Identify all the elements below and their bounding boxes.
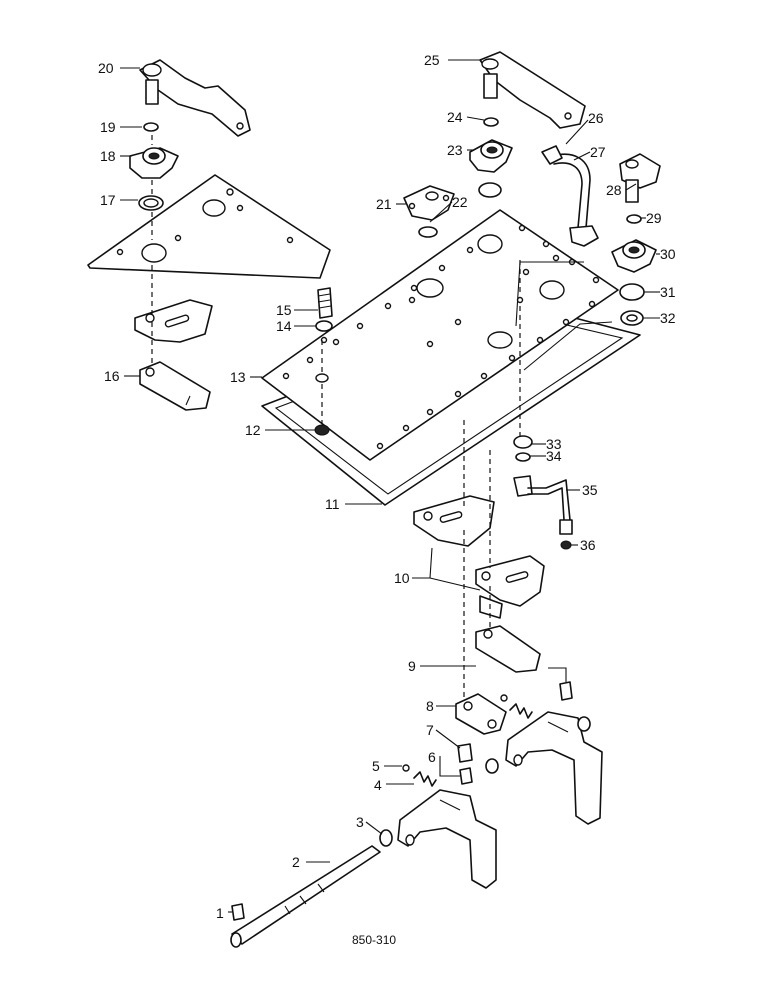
callout-7: 7 <box>426 722 434 738</box>
spring-upper <box>500 694 533 719</box>
callout-12: 12 <box>245 422 261 438</box>
shift-plate-10-upper <box>413 495 495 547</box>
seal-33 <box>513 435 533 449</box>
pipe-35 <box>513 475 573 535</box>
pin-1 <box>231 903 245 921</box>
seal-23b <box>478 182 502 198</box>
callout-15: 15 <box>276 302 292 318</box>
cap-21 <box>403 185 455 221</box>
plug-12 <box>314 424 330 436</box>
cover-plate-13 <box>261 209 619 461</box>
callout-27: 27 <box>590 144 606 160</box>
callout-34: 34 <box>546 448 562 464</box>
bushing-18 <box>129 147 179 179</box>
washer-34 <box>515 452 531 462</box>
callout-32: 32 <box>660 310 676 326</box>
shift-plate-left <box>134 299 213 343</box>
pin-upper <box>559 681 573 701</box>
plate-8 <box>455 693 507 735</box>
callout-21: 21 <box>376 196 392 212</box>
callout-14: 14 <box>276 318 292 334</box>
lock-plate-9 <box>475 625 541 673</box>
callout-19: 19 <box>100 119 116 135</box>
callout-9: 9 <box>408 658 416 674</box>
callout-8: 8 <box>426 698 434 714</box>
bushing-30 <box>611 239 657 273</box>
callout-31: 31 <box>660 284 676 300</box>
lever-20 <box>139 59 251 137</box>
callout-3: 3 <box>356 814 364 830</box>
seal-17 <box>138 195 164 211</box>
callout-35: 35 <box>582 482 598 498</box>
seal-31 <box>619 283 645 301</box>
callout-33: 33 <box>546 436 562 452</box>
callout-6: 6 <box>428 749 436 765</box>
washer-24 <box>483 117 499 127</box>
callout-36: 36 <box>580 537 596 553</box>
callout-22: 22 <box>452 194 468 210</box>
washer-29 <box>626 214 642 224</box>
shift-rod-2 <box>230 845 381 948</box>
washer-19 <box>143 122 159 132</box>
callout-24: 24 <box>447 109 463 125</box>
callout-2: 2 <box>292 854 300 870</box>
spring-4 <box>413 771 437 787</box>
callout-28: 28 <box>606 182 622 198</box>
ball-5 <box>402 764 410 772</box>
pin-7 <box>457 743 473 763</box>
seal-22 <box>418 226 438 238</box>
callout-5: 5 <box>372 758 380 774</box>
callout-20: 20 <box>98 60 114 76</box>
fitting-27-lower <box>569 225 599 247</box>
callout-26: 26 <box>588 110 604 126</box>
callout-29: 29 <box>646 210 662 226</box>
nut-36 <box>560 540 572 550</box>
clip-front <box>485 758 499 774</box>
callout-10: 10 <box>394 570 410 586</box>
tube-27 <box>551 153 591 229</box>
pin-6 <box>459 767 473 785</box>
callout-11: 11 <box>325 496 340 512</box>
callout-4: 4 <box>374 777 382 793</box>
callout-18: 18 <box>100 148 116 164</box>
shift-plate-10-lower <box>475 555 545 619</box>
callout-1: 1 <box>216 905 224 921</box>
shift-fork-front <box>397 789 497 889</box>
callout-30: 30 <box>660 246 676 262</box>
callout-16: 16 <box>104 368 120 384</box>
bushing-23 <box>469 139 513 173</box>
lever-28 <box>619 153 661 203</box>
callout-25: 25 <box>424 52 440 68</box>
clip-rear <box>577 716 591 732</box>
figure-code: 850-310 <box>352 933 396 947</box>
clip-3 <box>379 829 393 847</box>
lever-25 <box>479 51 586 129</box>
seal-32 <box>620 310 644 326</box>
lock-plate-16 <box>139 361 211 411</box>
clip-26 <box>541 145 563 165</box>
callout-13: 13 <box>230 369 246 385</box>
callout-17: 17 <box>100 192 116 208</box>
callout-23: 23 <box>447 142 463 158</box>
leader-lines <box>120 59 660 913</box>
stud-15 <box>317 287 333 319</box>
cover-plate-left <box>87 174 331 279</box>
